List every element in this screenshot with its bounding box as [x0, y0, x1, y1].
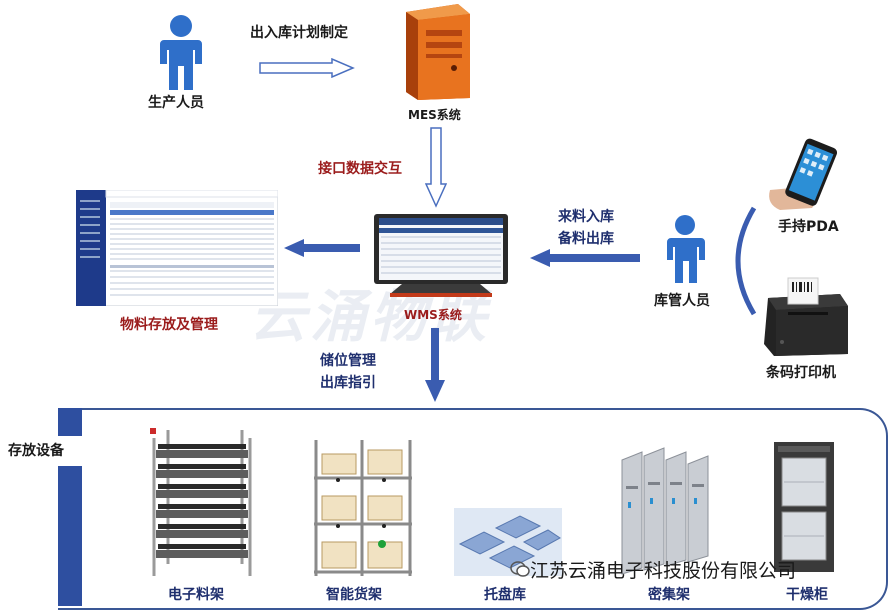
device-bracket-arc [735, 206, 757, 316]
production-staff-person-icon [160, 15, 202, 90]
smart-shelf-label: 智能货架 [326, 587, 382, 603]
interface-arrow [425, 127, 447, 208]
plan-arrow [259, 58, 355, 78]
production-staff-label: 生产人员 [148, 95, 204, 111]
outbound-guide-label: 出库指引 [320, 375, 376, 391]
pallet-storage-icon [454, 508, 562, 576]
drying-cabinet-icon [774, 442, 834, 572]
electronic-rack-icon [150, 428, 252, 576]
company-name: 江苏云涌电子科技股份有限公司 [530, 560, 797, 582]
staff-to-wms-arrow [530, 249, 640, 267]
equipment-panel-title: 存放设备 [0, 436, 86, 466]
barcode-printer-icon [764, 277, 848, 356]
outbound-prep-label: 备料出库 [558, 231, 614, 247]
dense-rack-label: 密集架 [648, 587, 690, 603]
pallet-storage-label: 托盘库 [484, 587, 526, 603]
warehouse-staff-label: 库管人员 [654, 293, 710, 309]
drying-cabinet-label: 干燥柜 [786, 587, 828, 603]
incoming-label: 来料入库 [558, 209, 614, 225]
wms-to-equipment-arrow [425, 328, 445, 402]
material-storage-label: 物料存放及管理 [120, 317, 218, 333]
smart-shelf-icon [314, 440, 412, 576]
mes-server-icon [406, 4, 470, 100]
barcode-printer-label: 条码打印机 [766, 365, 836, 381]
electronic-rack-label: 电子料架 [168, 587, 224, 603]
wms-monitor-icon [374, 214, 508, 297]
handheld-pda-label: 手持PDA [778, 219, 839, 235]
interface-exchange-label: 接口数据交互 [318, 161, 402, 177]
wms-system-label: WMS系统 [404, 308, 462, 322]
warehouse-staff-person-icon [667, 215, 705, 283]
wechat-icon [510, 561, 530, 577]
material-management-screenshot [76, 190, 278, 306]
plan-making-label: 出入库计划制定 [250, 25, 348, 41]
handheld-pda-icon [769, 138, 838, 210]
location-mgmt-label: 储位管理 [320, 353, 376, 369]
dense-rack-icon [621, 447, 709, 575]
wms-to-storage-arrow [284, 239, 360, 257]
mes-system-label: MES系统 [408, 108, 461, 122]
